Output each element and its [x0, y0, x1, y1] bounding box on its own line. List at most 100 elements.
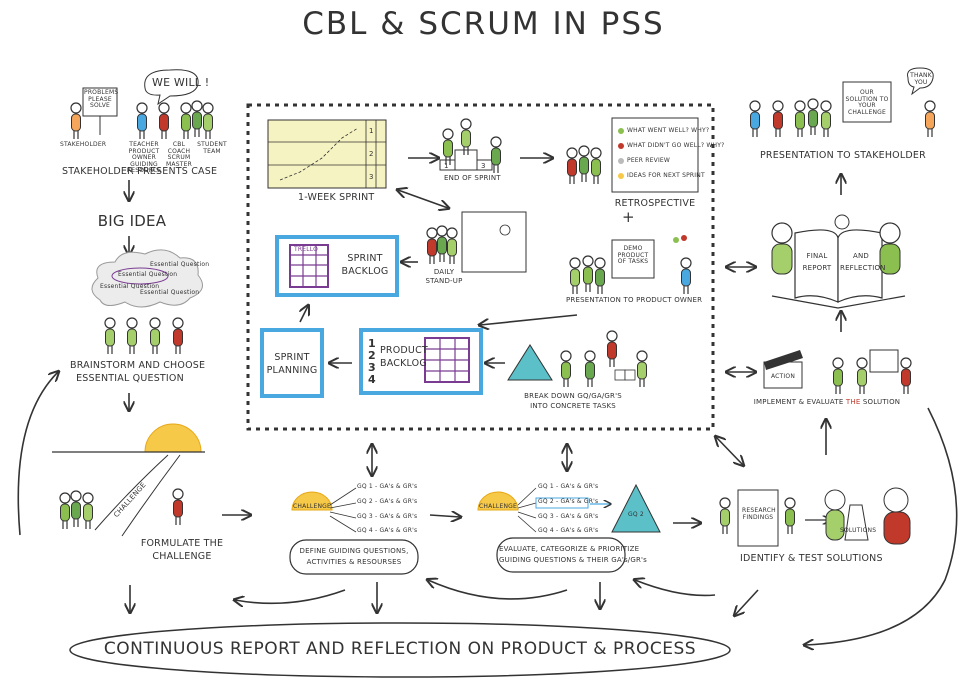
end-of-sprint-label: END OF SPRINT [444, 174, 501, 182]
backlog-number: 3 [368, 361, 376, 374]
gq-item: GQ 1 - GA's & GR's [357, 483, 418, 490]
challenge-sun-scene [52, 423, 205, 537]
sprint-cycle-frame [246, 103, 715, 431]
page-title: CBL & SCRUM IN PSS [302, 6, 665, 42]
sprint-planning-box [260, 328, 324, 398]
action-label: ACTION [770, 373, 796, 380]
presentation-po-scene [569, 235, 692, 295]
implement-text-pre: IMPLEMENT & EVALUATE [753, 398, 844, 406]
people-label: STAKEHOLDER [60, 141, 107, 148]
gq-item: GQ 2 - GA's & GR's [357, 498, 418, 505]
research-text: RESEARCH FINDINGS [742, 507, 776, 521]
backlog-number: 2 [368, 349, 376, 362]
brainstorm-cloud [91, 249, 203, 355]
breakdown-scene [507, 330, 648, 388]
retro-item: PEER REVIEW [627, 157, 671, 164]
stakeholder-presentation-scene [749, 67, 936, 138]
solution-sign-text: OUR SOLUTION TO YOUR CHALLENGE [845, 89, 889, 116]
evaluate-label-2: GUIDING QUESTIONS & THEIR GA's/GR's [499, 556, 648, 564]
thank-you-text: THANK YOU [910, 72, 932, 86]
gq-item: GQ 4 - GA's & GR's [357, 527, 418, 534]
continuous-report-label: CONTINUOUS REPORT AND REFLECTION ON PROD… [103, 639, 697, 659]
cloud-label: Essential Question [100, 283, 160, 290]
challenge-sun-label-2: CHALLENGE [478, 503, 517, 510]
sprint-planning-label: SPRINT [274, 352, 310, 363]
implement-text-post: SOLUTION [862, 398, 901, 406]
gq-item: GQ 3 - GA's & GR's [538, 513, 599, 520]
stakeholder-scene [70, 69, 214, 140]
implement-scene [763, 349, 912, 395]
final-report-book [771, 214, 906, 309]
backlog-number: 1 [368, 337, 376, 350]
gq-item: GQ 4 - GA's & GR's [538, 527, 599, 534]
sprint-backlog-box [275, 235, 399, 297]
sprint-planning-label-2: PLANNING [266, 365, 318, 376]
retrospective-card [566, 117, 699, 193]
daily-standup-label-2: STAND-UP [425, 277, 463, 285]
implement-label: IMPLEMENT & EVALUATE THE SOLUTION [752, 398, 902, 406]
retrospective-label: RETROSPECTIVE [614, 198, 696, 209]
challenge-sun-label: CHALLENGE [292, 503, 331, 510]
brainstorm-label: BRAINSTORM AND CHOOSE [70, 360, 206, 371]
identify-label: IDENTIFY & TEST SOLUTIONS [740, 553, 883, 564]
speech-text: WE WILL ! [152, 76, 210, 89]
board-row-number: 1 [369, 127, 374, 135]
gq-item: GQ 3 - GA's & GR's [357, 513, 418, 520]
define-label: DEFINE GUIDING QUESTIONS, [299, 547, 409, 555]
board-row-number: 2 [369, 150, 374, 158]
formulate-label-2: CHALLENGE [152, 551, 212, 562]
final-report-left-2: REPORT [802, 264, 832, 272]
demo-text: DEMO PRODUCT OF TASKS [617, 245, 649, 266]
presentation-po-label: PRESENTATION TO PRODUCT OWNER [566, 296, 703, 304]
cloud-label: Essential Question [118, 271, 178, 278]
one-week-sprint-label: 1-WEEK SPRINT [298, 192, 375, 203]
gq-item: GQ 1 - GA's & GR's [538, 483, 599, 490]
formulate-label: FORMULATE THE [140, 538, 224, 549]
board-row-number: 3 [369, 173, 374, 181]
implement-text-the: THE [845, 398, 861, 406]
define-label-2: ACTIVITIES & RESOURSES [306, 558, 402, 566]
podium-number: 3 [481, 162, 486, 170]
continuous-ellipse [69, 622, 731, 678]
retro-item: WHAT WENT WELL? WHY? [627, 127, 710, 134]
gq-item-highlighted: GQ 2 - GA's & GR's [538, 498, 599, 505]
daily-standup-label: DAILY [433, 268, 455, 276]
mountain-label: GQ 2 [628, 511, 644, 518]
backlog-number: 4 [368, 373, 376, 386]
cloud-label: Essential Question [150, 261, 210, 268]
sprint-backlog-label: SPRINT [347, 253, 383, 264]
break-down-label-2: INTO CONCRETE TASKS [530, 402, 616, 410]
break-down-label: BREAK DOWN GQ/GA/GR'S [524, 392, 622, 400]
final-report-right: AND [852, 252, 869, 260]
scrum-board-label: TRELLO [294, 246, 319, 253]
define-gq-scene [289, 487, 419, 575]
podium [439, 118, 502, 174]
retro-item: IDEAS FOR NEXT SPRINT [627, 172, 705, 179]
solutions-text: SOLUTIONS [840, 527, 877, 534]
sprint-backlog-label-2: BACKLOG [341, 266, 389, 277]
product-backlog-label-2: BACKLOG [380, 358, 427, 369]
plus-sign: + [622, 208, 635, 226]
evaluate-gq-scene [477, 483, 661, 573]
evaluate-label: EVALUATE, CATEGORIZE & PRIORITIZE [499, 545, 640, 553]
big-idea-label: BIG IDEA [97, 212, 167, 230]
brainstorm-label-2: ESSENTIAL QUESTION [76, 373, 184, 384]
people-label: CBL COACH SCRUM MASTER [166, 141, 192, 168]
final-report-left: FINAL [806, 252, 828, 260]
daily-standup-scene [426, 211, 527, 273]
stakeholder-presents-label: STAKEHOLDER PRESENTS CASE [62, 166, 218, 177]
people-label: STUDENT TEAM [197, 141, 227, 155]
final-report-right-2: REFLECTION [840, 264, 886, 272]
sprint-board [267, 119, 387, 189]
cloud-label: Essential Question [140, 289, 200, 296]
podium-number: 1 [444, 162, 449, 170]
people-label: TEACHER PRODUCT OWNER GUIDING RESOURCE [126, 141, 162, 175]
identify-scene [719, 487, 911, 547]
sign-text: PROBLEMS PLEASE SOLVE [84, 89, 119, 110]
product-backlog-label: PRODUCT [380, 345, 428, 356]
presentation-stakeholder-label: PRESENTATION TO STAKEHOLDER [760, 150, 926, 161]
retro-item: WHAT DIDN'T GO WELL? WHY? [627, 142, 725, 149]
product-backlog-box [359, 328, 483, 395]
